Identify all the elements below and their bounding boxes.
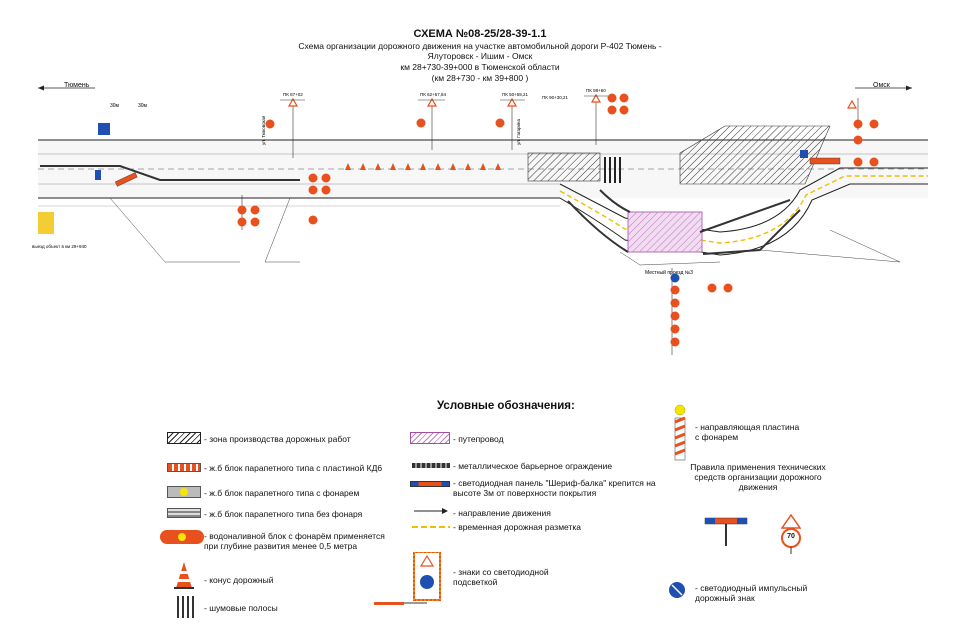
road-scheme: ПК 87+02 ПК 62+57,84 ПК 50+59,21 ПК 90+3… bbox=[32, 85, 928, 355]
dimension-label-1: 30м bbox=[110, 103, 120, 109]
scheme-number: СХЕМА №08-25/28-39-1.1 bbox=[413, 28, 547, 40]
work-zone-2 bbox=[679, 125, 831, 185]
pk-markers bbox=[280, 95, 608, 101]
legend-barrier: - металлическое барьерное ограждение bbox=[453, 461, 613, 471]
legend-led-impulse: - светодиодный импульсный дорожный знак bbox=[695, 583, 808, 603]
dimension-label-2: 30м bbox=[138, 103, 148, 109]
legend-block-lamp: - ж.б блок парапетного типа с фонарем bbox=[204, 488, 360, 498]
block-nolamp-swatch bbox=[167, 508, 201, 518]
legend-guide-plate: - направляющая пластина с фонарем bbox=[695, 422, 800, 442]
guide-plate-icon bbox=[674, 404, 686, 461]
sign-cluster-1 bbox=[237, 205, 260, 227]
legend-traffic-dir: - направление движения bbox=[453, 508, 551, 518]
block-lamp-swatch bbox=[167, 486, 201, 498]
legend-water-block: - водоналивной блок с фонарём применяетс… bbox=[204, 531, 385, 551]
sign-cluster-2 bbox=[308, 173, 331, 225]
legend-work-zone: - зона производства дорожных работ bbox=[204, 434, 351, 444]
legend-temp-marking: - временная дорожная разметка bbox=[453, 522, 582, 532]
led-impulse-sign-icon bbox=[669, 582, 685, 598]
work-zone-swatch bbox=[167, 432, 201, 444]
local-road-label: Местный проезд №3 bbox=[645, 269, 693, 276]
block-kd6-swatch bbox=[167, 463, 201, 472]
scheme-description: Схема организации дорожного движения на … bbox=[298, 41, 662, 61]
exit-note-label: выезд объект в км 29+940 bbox=[32, 244, 87, 249]
overpass-swatch bbox=[410, 432, 450, 444]
legend-block-nolamp: - ж.б блок парапетного типа без фонаря bbox=[204, 509, 363, 519]
pk-label-2: ПК 62+57,84 bbox=[420, 92, 446, 97]
sheriff-beam-icon bbox=[704, 517, 748, 546]
legend-cone: - конус дорожный bbox=[204, 575, 274, 585]
street-label-2: ул. Гагарина bbox=[516, 118, 521, 145]
scheme-km-range: км 28+730-39+000 в Тюменской области bbox=[400, 62, 560, 72]
lamp-icon bbox=[178, 533, 186, 541]
noise-strips-icon bbox=[177, 596, 194, 618]
barrier-lines bbox=[40, 165, 801, 255]
direction-right-label: Омск bbox=[873, 82, 890, 89]
scheme-km-range-alt: (км 28+730 - км 39+800 ) bbox=[431, 73, 529, 83]
work-zone-1 bbox=[527, 152, 601, 182]
speed-limit-sign-icon bbox=[780, 514, 802, 554]
lamp-icon bbox=[180, 488, 188, 496]
water-block-swatch bbox=[160, 530, 204, 544]
scheme-title-block: СХЕМА №08-25/28-39-1.1 Схема организации… bbox=[0, 28, 960, 83]
sign-cluster-4 bbox=[670, 273, 733, 347]
cone-icon bbox=[174, 562, 194, 589]
legend-led-signs: - знаки со светодиодной подсветкой bbox=[453, 567, 549, 587]
work-zone-areas bbox=[527, 125, 831, 253]
direction-arrow-left bbox=[38, 85, 95, 91]
temp-marking-swatch bbox=[412, 526, 450, 528]
led-panels-on-road bbox=[95, 123, 841, 187]
warning-signs bbox=[287, 93, 858, 109]
sign-cluster-3 bbox=[265, 93, 629, 129]
direction-left-label: Тюмень bbox=[64, 82, 90, 89]
legend-noise-strips: - шумовые полосы bbox=[204, 603, 278, 613]
led-panel-swatch bbox=[410, 481, 450, 487]
pk-label-4: ПК 90+30,21 bbox=[542, 95, 568, 100]
slope-lines bbox=[109, 197, 901, 266]
legend-overpass: - путепровод bbox=[453, 434, 504, 444]
direction-arrow-right bbox=[855, 85, 912, 91]
traffic-direction-icon bbox=[414, 508, 448, 514]
rules-note: Правила применения технических средств о… bbox=[690, 462, 826, 492]
legend-heading: Условные обозначения: bbox=[437, 400, 575, 412]
legend-block-kd6: - ж.б блок парапетного типа с пластиной … bbox=[204, 463, 383, 473]
barrier-swatch bbox=[412, 463, 450, 468]
pk-label-3: ПК 50+59,21 bbox=[502, 92, 528, 97]
crosswalk bbox=[604, 157, 621, 183]
pk-label-1: ПК 87+02 bbox=[283, 92, 303, 97]
pk-label-5: ПК 98+60 bbox=[586, 88, 606, 93]
cone-row bbox=[345, 163, 501, 170]
legend-led-panel: - светодиодная панель "Шериф-балка" креп… bbox=[453, 478, 656, 498]
sign-cluster-5 bbox=[853, 119, 879, 167]
speed-limit-value: 70 bbox=[787, 533, 795, 540]
led-signs-icon bbox=[374, 552, 441, 605]
object-marker-left bbox=[38, 212, 54, 234]
street-label-1: ул. Тюковская bbox=[261, 115, 266, 145]
